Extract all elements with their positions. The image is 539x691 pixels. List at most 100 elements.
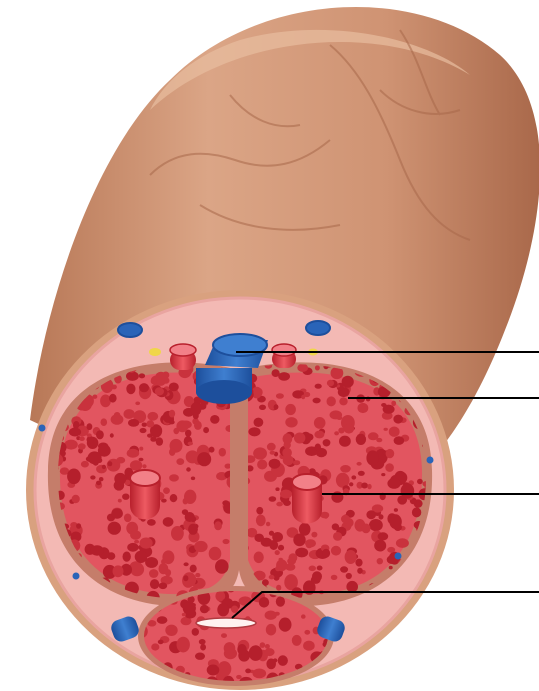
sinusoid — [118, 499, 122, 503]
sinusoid — [272, 532, 283, 542]
sinusoid — [265, 644, 270, 649]
sinusoid — [183, 575, 188, 581]
sinusoid — [169, 474, 179, 481]
sinusoid — [331, 575, 338, 580]
sinusoid — [389, 427, 400, 437]
sinusoid — [180, 421, 192, 429]
sinusoid — [292, 635, 302, 646]
sinusoid — [135, 402, 140, 406]
sinusoid — [396, 538, 409, 548]
sinusoid — [293, 534, 305, 547]
sinusoid — [389, 566, 393, 570]
sinusoid — [362, 524, 371, 534]
sinusoid — [217, 603, 229, 616]
sinusoid — [173, 428, 179, 434]
sinusoid — [377, 558, 383, 564]
sinusoid — [156, 437, 163, 445]
sinusoid — [130, 530, 141, 539]
sinusoid — [301, 614, 306, 618]
sinusoid — [165, 625, 177, 636]
sinusoid — [269, 575, 275, 580]
sinusoid — [139, 373, 145, 378]
sinusoid — [311, 532, 317, 538]
sinusoid — [195, 653, 205, 660]
sinusoid — [391, 401, 396, 406]
sinusoid — [389, 514, 401, 529]
cavernous-artery-right — [292, 474, 322, 524]
sinusoid — [96, 430, 104, 439]
sinusoid — [110, 433, 114, 437]
sinusoid — [163, 517, 174, 527]
sinusoid — [96, 481, 101, 486]
sinusoid — [254, 418, 264, 427]
sinusoid — [393, 415, 403, 424]
sinusoid — [123, 552, 131, 562]
sinusoid — [253, 447, 267, 459]
sinusoid — [72, 495, 80, 503]
sinusoid — [327, 380, 334, 387]
dorsal-artery-right — [272, 344, 296, 368]
sinusoid — [338, 428, 344, 434]
sinusoid — [276, 502, 283, 507]
sinusoid — [357, 462, 362, 466]
sinusoid — [293, 460, 300, 465]
sinusoid — [111, 414, 124, 425]
sinusoid — [122, 494, 129, 500]
sinusoid — [200, 644, 206, 651]
sinusoid — [87, 423, 93, 430]
sinusoid — [369, 519, 383, 531]
sinusoid — [139, 458, 144, 462]
sinusoid — [191, 477, 195, 481]
sinusoid — [193, 413, 199, 420]
sinusoid — [87, 433, 92, 437]
sinusoid — [304, 630, 310, 635]
sinusoid — [333, 532, 342, 541]
superficial-vein-top-left — [118, 323, 142, 337]
urethra — [196, 618, 256, 628]
sinusoid — [349, 482, 353, 486]
sinusoid — [184, 490, 196, 504]
sinusoid — [339, 436, 351, 447]
sinusoid — [265, 611, 277, 620]
sinusoid — [147, 519, 156, 526]
sinusoid — [223, 539, 230, 544]
sinusoid — [199, 639, 206, 645]
sinusoid — [256, 507, 263, 515]
sinusoid — [260, 642, 266, 648]
sinusoid — [275, 550, 280, 555]
sinusoid — [366, 450, 379, 465]
sinusoid — [111, 508, 123, 518]
sinusoid — [150, 620, 155, 625]
sinusoid — [327, 396, 336, 406]
sinusoid — [185, 512, 195, 522]
sinusoid — [90, 475, 95, 479]
sinusoid — [85, 546, 90, 552]
sinusoid — [126, 384, 135, 395]
sinusoid — [330, 410, 343, 419]
sinusoid — [387, 478, 400, 489]
sinusoid — [126, 371, 139, 381]
sinusoid — [245, 669, 251, 674]
sinusoid — [169, 383, 179, 392]
sinusoid — [267, 443, 276, 451]
dorsal-nerve-left — [149, 348, 161, 356]
sinusoid — [301, 395, 305, 400]
sinusoid — [224, 642, 236, 654]
sinusoid — [215, 559, 229, 574]
sinusoid — [276, 559, 287, 571]
sinusoid — [283, 433, 293, 444]
sinusoid — [339, 397, 347, 405]
sinusoid — [162, 550, 174, 564]
sinusoid — [254, 552, 264, 564]
sinusoid — [346, 573, 352, 579]
sinusoid — [315, 384, 322, 389]
sinusoid — [169, 448, 175, 456]
cavernous-artery-left — [130, 470, 160, 519]
sinusoid — [314, 431, 324, 439]
sinusoid — [219, 448, 226, 457]
sinusoid — [256, 515, 266, 527]
sinusoid — [386, 449, 395, 458]
sinusoid — [139, 383, 149, 392]
sinusoid — [159, 583, 168, 590]
sinusoid — [387, 547, 395, 553]
